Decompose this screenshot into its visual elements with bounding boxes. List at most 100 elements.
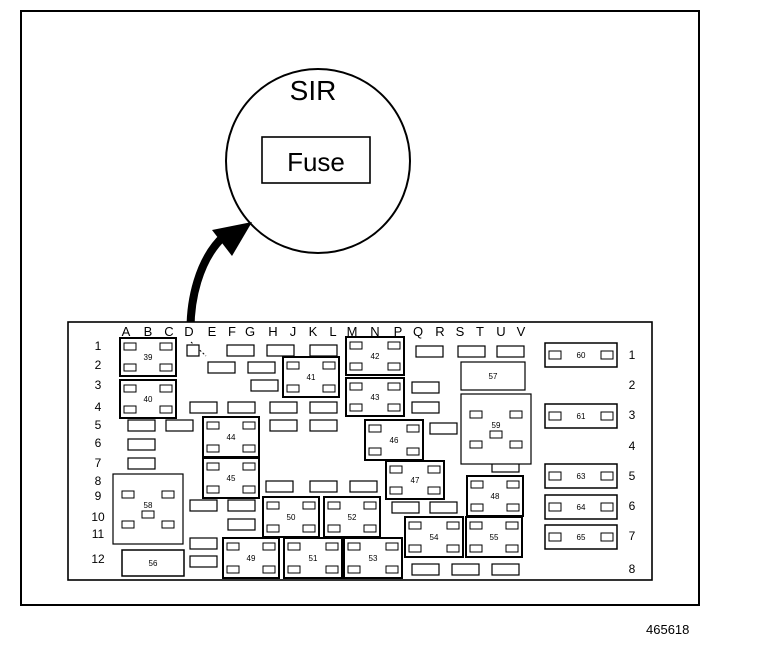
relay-pin bbox=[548, 471, 562, 481]
relay-pin bbox=[161, 490, 175, 499]
relay-pin bbox=[548, 411, 562, 421]
fuse-slot bbox=[266, 344, 295, 357]
right-row-label: 3 bbox=[629, 408, 636, 422]
column-label: A bbox=[122, 324, 131, 339]
right-row-label: 6 bbox=[629, 499, 636, 513]
fuse-slot bbox=[309, 344, 338, 357]
fuse-slot bbox=[415, 345, 444, 358]
relay-pin bbox=[368, 424, 382, 433]
right-row-label: 7 bbox=[629, 529, 636, 543]
relay-pin bbox=[206, 421, 220, 430]
module-label: 43 bbox=[371, 393, 380, 402]
fuse-slot bbox=[309, 419, 338, 432]
relay-pin bbox=[159, 405, 173, 414]
relay-pin bbox=[322, 384, 336, 393]
module-label: 64 bbox=[577, 503, 586, 512]
module-label: 52 bbox=[348, 513, 357, 522]
sir-fuse-slot bbox=[186, 344, 200, 357]
relay-pin bbox=[387, 403, 401, 412]
relay-pin bbox=[226, 542, 240, 551]
column-label: J bbox=[290, 324, 297, 339]
fuse-slot bbox=[269, 419, 298, 432]
module-label: 57 bbox=[489, 372, 498, 381]
fuse-slot bbox=[189, 537, 218, 550]
module-label: 61 bbox=[577, 412, 586, 421]
fuse-slot bbox=[429, 422, 458, 435]
relay-pin bbox=[389, 486, 403, 495]
module-label: 44 bbox=[227, 433, 236, 442]
fuse-slot bbox=[127, 419, 156, 432]
relay-pin bbox=[406, 424, 420, 433]
fuse-slot bbox=[309, 480, 338, 493]
relay-pin bbox=[548, 502, 562, 512]
column-label: T bbox=[476, 324, 484, 339]
relay-pin bbox=[302, 501, 316, 510]
relay-pin bbox=[363, 501, 377, 510]
relay-pin bbox=[506, 503, 520, 512]
fuse-slot bbox=[227, 499, 256, 512]
left-row-label: 3 bbox=[95, 378, 102, 392]
fuse-slot bbox=[250, 379, 279, 392]
relay-pin bbox=[327, 501, 341, 510]
fuse-slot bbox=[411, 381, 440, 394]
relay-pin bbox=[349, 382, 363, 391]
relay-pin bbox=[121, 520, 135, 529]
fuse-slot bbox=[165, 419, 194, 432]
column-label: D bbox=[184, 324, 193, 339]
relay-pin bbox=[385, 542, 399, 551]
left-row-label: 1 bbox=[95, 339, 102, 353]
relay-pin bbox=[349, 362, 363, 371]
relay-pin bbox=[242, 462, 256, 471]
relay-pin bbox=[242, 421, 256, 430]
module-label: 41 bbox=[307, 373, 316, 382]
left-row-label: 8 bbox=[95, 474, 102, 488]
column-label: C bbox=[164, 324, 173, 339]
fuse-slot bbox=[127, 457, 156, 470]
module-label: 59 bbox=[492, 421, 501, 430]
relay-pin bbox=[548, 350, 562, 360]
relay-pin bbox=[242, 444, 256, 453]
relay-pin bbox=[600, 350, 614, 360]
fuse-slot bbox=[127, 438, 156, 451]
module-label: 45 bbox=[227, 474, 236, 483]
column-label: M bbox=[347, 324, 358, 339]
module-label: 55 bbox=[490, 533, 499, 542]
relay-pin bbox=[389, 465, 403, 474]
left-row-label: 4 bbox=[95, 400, 102, 414]
fuse-slot bbox=[227, 518, 256, 531]
relay-pin bbox=[266, 501, 280, 510]
relay-pin bbox=[385, 565, 399, 574]
fuse-slot bbox=[226, 344, 255, 357]
relay-pin bbox=[427, 486, 441, 495]
relay-pin bbox=[302, 524, 316, 533]
column-label: E bbox=[208, 324, 217, 339]
relay-pin bbox=[121, 490, 135, 499]
left-row-label: 10 bbox=[91, 510, 105, 524]
relay-module bbox=[460, 361, 526, 391]
fuse-slot bbox=[457, 345, 486, 358]
relay-pin bbox=[408, 521, 422, 530]
figure-number: 465618 bbox=[646, 622, 690, 637]
relay-pin bbox=[600, 532, 614, 542]
relay-pin bbox=[347, 542, 361, 551]
relay-pin bbox=[600, 502, 614, 512]
left-row-label: 6 bbox=[95, 436, 102, 450]
relay-pin bbox=[286, 384, 300, 393]
column-label: R bbox=[435, 324, 444, 339]
column-label: F bbox=[228, 324, 236, 339]
relay-pin bbox=[406, 447, 420, 456]
relay-pin bbox=[262, 565, 276, 574]
relay-pin bbox=[469, 440, 483, 449]
relay-pin bbox=[446, 521, 460, 530]
relay-pin bbox=[266, 524, 280, 533]
column-label: K bbox=[309, 324, 318, 339]
fuse-slot bbox=[247, 361, 276, 374]
relay-pin bbox=[206, 485, 220, 494]
right-row-label: 1 bbox=[629, 348, 636, 362]
column-label: S bbox=[456, 324, 465, 339]
right-row-label: 5 bbox=[629, 469, 636, 483]
module-label: 53 bbox=[369, 554, 378, 563]
